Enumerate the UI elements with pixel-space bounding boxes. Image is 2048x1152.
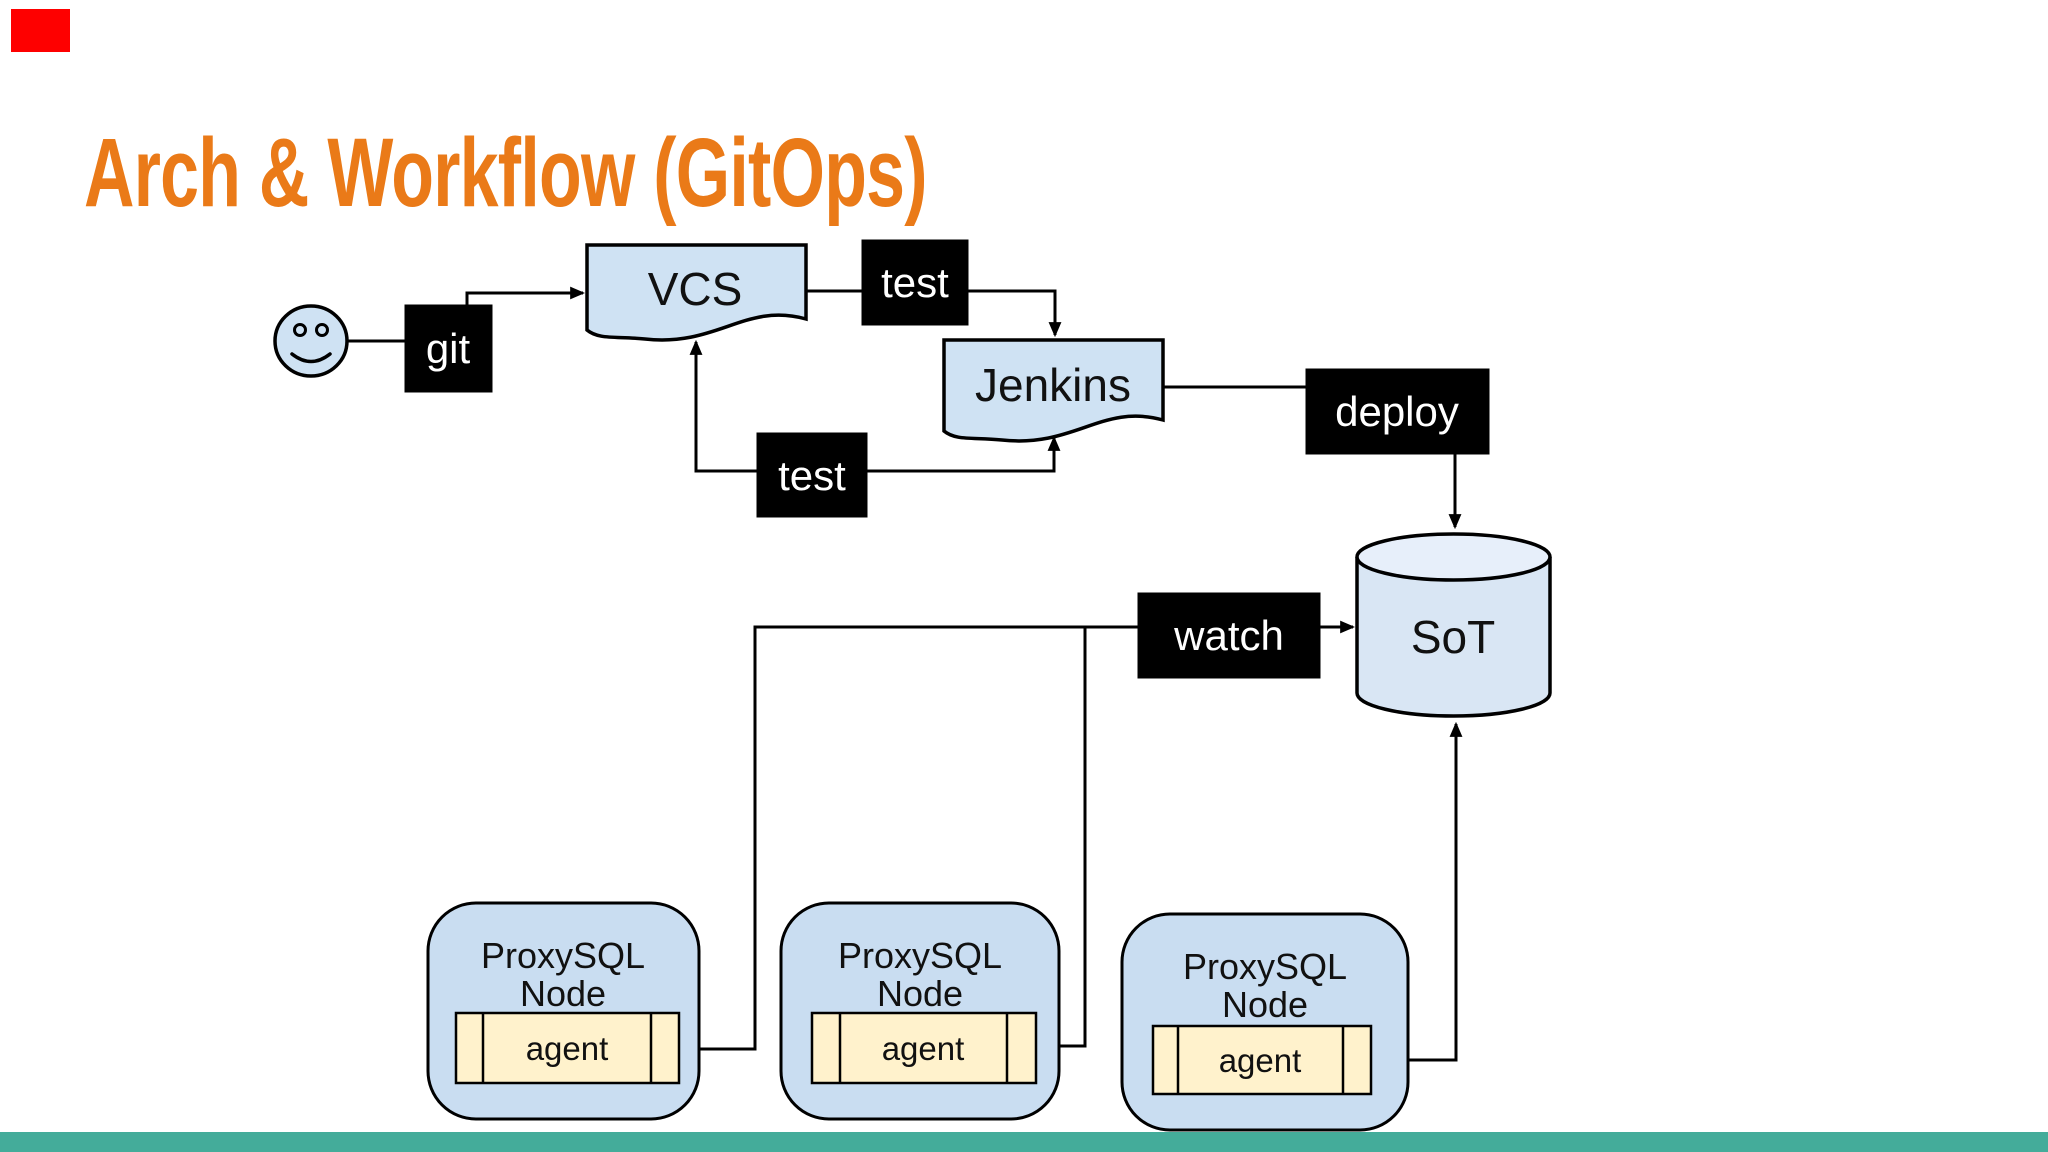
footer-accent-bar: [0, 1132, 2048, 1152]
edge-test-to-jenkins: [968, 289, 1062, 338]
doc-jenkins: Jenkins: [942, 338, 1165, 443]
edge-git-to-vcs: [465, 286, 586, 305]
doc-vcs: VCS: [585, 243, 808, 342]
edge-test2-to-vcs: [689, 339, 757, 473]
edge-agent1-to-watch: [679, 625, 1138, 1051]
proxysql-node-2: ProxySQL Node agent: [779, 901, 1061, 1121]
connector-lines: [347, 286, 1463, 1062]
step-git: git: [404, 304, 493, 393]
red-corner-marker: [11, 9, 70, 52]
proxysql-node-1: ProxySQL Node agent: [426, 901, 701, 1121]
step-watch: watch: [1137, 592, 1321, 679]
step-watch-label: watch: [1173, 612, 1284, 659]
proxysql-node-3-line1: ProxySQL: [1183, 946, 1347, 987]
user-smiley-icon: [273, 304, 349, 378]
step-deploy: deploy: [1305, 368, 1490, 455]
agent-box-2: agent: [810, 1011, 1038, 1085]
step-test-top-label: test: [881, 259, 949, 306]
step-test-top: test: [861, 239, 969, 326]
agent-box-3: agent: [1151, 1024, 1373, 1096]
agent-2-label: agent: [882, 1030, 965, 1067]
agent-box-1: agent: [454, 1011, 681, 1085]
proxysql-node-1-line2: Node: [520, 973, 606, 1014]
agent-1-label: agent: [526, 1030, 609, 1067]
proxysql-node-3-line2: Node: [1222, 984, 1308, 1025]
step-deploy-label: deploy: [1335, 388, 1459, 435]
step-test-bottom: test: [756, 432, 868, 518]
proxysql-node-1-line1: ProxySQL: [481, 935, 645, 976]
doc-vcs-label: VCS: [648, 263, 743, 315]
proxysql-node-3: ProxySQL Node agent: [1120, 912, 1410, 1132]
edge-test2-to-jenkins: [867, 435, 1061, 473]
slide-title: Arch & Workflow (GitOps): [84, 118, 928, 227]
step-git-label: git: [426, 325, 471, 372]
sot-database-cylinder: SoT: [1355, 532, 1552, 718]
step-test-bottom-label: test: [778, 452, 846, 499]
proxysql-node-2-line1: ProxySQL: [838, 935, 1002, 976]
proxysql-node-2-line2: Node: [877, 973, 963, 1014]
agent-3-label: agent: [1219, 1042, 1302, 1079]
sot-label: SoT: [1411, 611, 1495, 663]
doc-jenkins-label: Jenkins: [975, 359, 1131, 411]
